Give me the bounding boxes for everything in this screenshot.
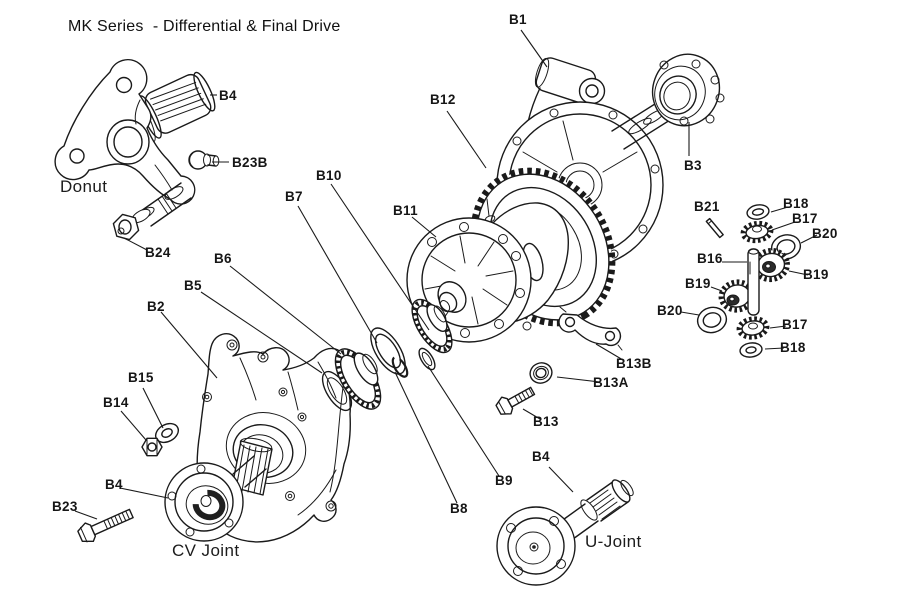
- part-b21-pin: [705, 217, 724, 239]
- part-b17-gear-top: [740, 220, 774, 244]
- caption-u-joint: U-Joint: [585, 532, 642, 551]
- part-label-b13b: B13B: [616, 356, 652, 371]
- leader-b23: [74, 510, 98, 520]
- part-b18-washer-bottom: [739, 342, 763, 358]
- leader-b7: [297, 205, 378, 344]
- part-label-b16: B16: [697, 251, 723, 266]
- part-label-b23: B23: [52, 499, 78, 514]
- part-label-b23b: B23B: [232, 155, 268, 170]
- part-b8-circlip: [391, 356, 409, 378]
- part-label-b17-bottom: B17: [782, 317, 808, 332]
- leader-b11: [411, 216, 437, 238]
- part-b14-nut: [141, 437, 163, 457]
- leader-b13b: [595, 343, 624, 361]
- part-label-b20-left: B20: [657, 303, 683, 318]
- part-label-b11: B11: [393, 203, 418, 218]
- part-label-b2: B2: [147, 299, 165, 314]
- part-b7-seal: [370, 327, 406, 375]
- part-label-b24: B24: [145, 245, 171, 260]
- part-b16-cross-pin: [747, 248, 760, 316]
- part-label-b4-ujoint: B4: [532, 449, 550, 464]
- caption-donut: Donut: [60, 177, 108, 196]
- part-b4-donut-shaft: [131, 71, 216, 143]
- part-label-b18-top: B18: [783, 196, 809, 211]
- leader-b12: [446, 110, 487, 169]
- part-label-b10: B10: [316, 168, 342, 183]
- part-b20-ring-left: [696, 306, 728, 334]
- leader-lines: [74, 29, 818, 520]
- part-label-b13: B13: [533, 414, 559, 429]
- part-label-b5: B5: [184, 278, 202, 293]
- part-label-b8: B8: [450, 501, 468, 516]
- leader-b10: [330, 183, 430, 331]
- part-label-b19-right: B19: [803, 267, 829, 282]
- part-b23-bolt: [77, 508, 134, 543]
- leader-b20-left: [680, 311, 700, 316]
- leader-b17-bottom: [769, 325, 787, 329]
- leader-b6: [229, 265, 342, 355]
- part-u-joint: [496, 479, 634, 586]
- leader-b17-top: [771, 221, 796, 231]
- part-b17-gear-bottom: [736, 316, 770, 340]
- part-label-b3: B3: [684, 158, 702, 173]
- part-b13a-washer: [529, 362, 553, 384]
- part-label-b4-cv: B4: [105, 477, 123, 492]
- part-label-b9: B9: [495, 473, 513, 488]
- leader-b15: [142, 387, 164, 429]
- part-b13b-lock-plate: [558, 306, 623, 351]
- part-label-b20-right: B20: [812, 226, 838, 241]
- part-donut-yoke: [54, 59, 196, 205]
- part-b18-washer-top: [746, 204, 770, 220]
- leader-b4-cv: [119, 487, 169, 499]
- part-label-b19-left: B19: [685, 276, 711, 291]
- part-label-b7: B7: [285, 189, 303, 204]
- part-label-b14: B14: [103, 395, 129, 410]
- part-label-b17-top: B17: [792, 211, 818, 226]
- part-label-b6: B6: [214, 251, 232, 266]
- part-label-b21: B21: [694, 199, 720, 214]
- leader-b2: [160, 311, 218, 379]
- leader-b18-top: [770, 206, 789, 213]
- leader-b9: [427, 365, 500, 477]
- part-donut-stub-shaft: [112, 182, 192, 241]
- leader-b19-right: [788, 270, 809, 276]
- part-label-b15: B15: [128, 370, 154, 385]
- part-label-b4-donut: B4: [219, 88, 237, 103]
- leader-b24: [123, 237, 148, 251]
- part-b23b-bolt: [188, 150, 220, 170]
- caption-cv-joint: CV Joint: [172, 541, 240, 560]
- leader-b5: [200, 291, 323, 374]
- part-b10-bearing: [411, 298, 453, 354]
- leader-b19-left: [710, 286, 723, 292]
- part-label-b13a: B13A: [593, 375, 629, 390]
- leader-b1: [520, 29, 548, 68]
- leader-b8: [394, 371, 458, 504]
- leader-b20-right: [800, 234, 818, 244]
- leader-b13a: [556, 376, 601, 383]
- part-label-b12: B12: [430, 92, 456, 107]
- leader-b4-ujoint: [548, 466, 574, 493]
- leader-b13: [522, 408, 541, 420]
- leader-b18-bottom: [764, 347, 785, 350]
- part-b13-bolt: [495, 386, 536, 415]
- page-title: MK Series - Differential & Final Drive: [68, 18, 341, 35]
- part-b4-cv-flange: [164, 455, 267, 542]
- part-label-b18-bottom: B18: [780, 340, 806, 355]
- part-label-b1: B1: [509, 12, 527, 27]
- leader-b14: [120, 410, 147, 441]
- part-b5-b6-bearing: [334, 348, 382, 410]
- part-b3-flange: [651, 53, 725, 127]
- part-b9-spacer: [418, 347, 436, 371]
